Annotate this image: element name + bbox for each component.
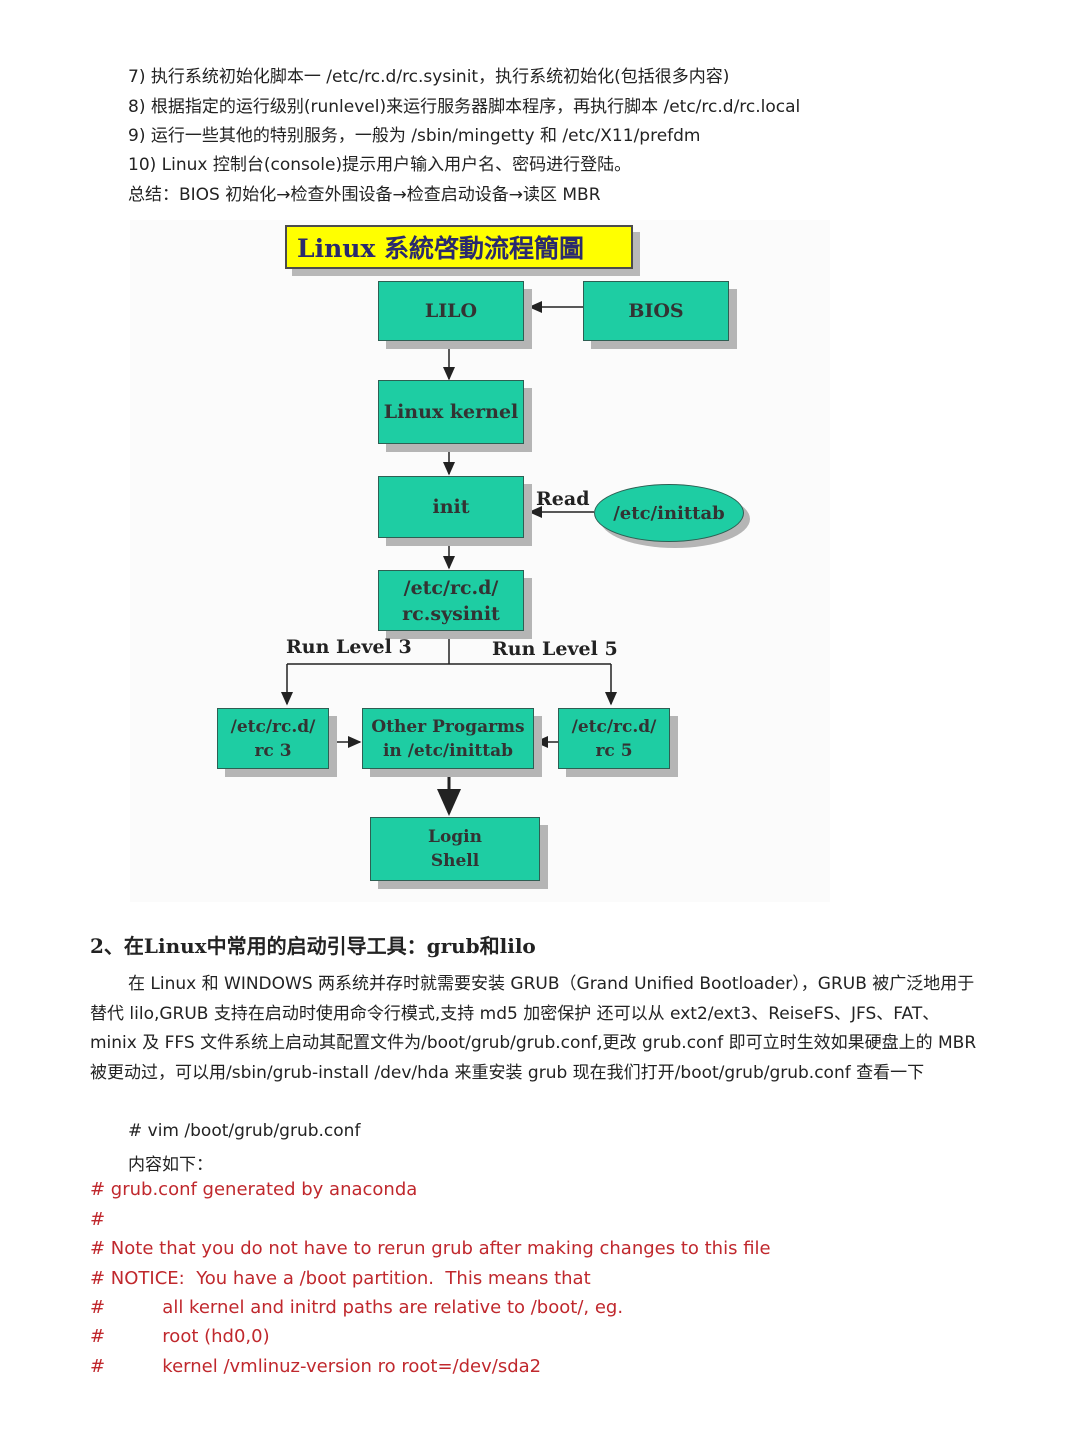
- paragraph-text: 在 Linux 和 WINDOWS 两系统并存时就需要安装 GRUB（Grand…: [90, 974, 977, 1083]
- node-other-programs: Other Progarms in /etc/inittab: [362, 708, 534, 769]
- section-heading: 2、在Linux中常用的启动引导工具：grub和lilo: [90, 934, 536, 958]
- read-label: Read: [536, 488, 590, 510]
- node-other-label-2: in /etc/inittab: [382, 740, 514, 761]
- content-label: 内容如下：: [128, 1155, 213, 1175]
- node-kernel-label: Linux kernel: [383, 401, 519, 423]
- node-rc3-label-2: rc 3: [254, 740, 292, 761]
- node-sysinit-label-2: rc.sysinit: [402, 602, 500, 625]
- node-linux-kernel: Linux kernel: [378, 380, 524, 444]
- config-line: # Note that you do not have to rerun gru…: [90, 1238, 771, 1259]
- node-inittab-label: /etc/inittab: [613, 502, 725, 524]
- node-sysinit-label-1: /etc/rc.d/: [403, 576, 499, 599]
- intro-line-8: 8) 根据指定的运行级别(runlevel)来运行服务器脚本程序，再执行脚本 /…: [128, 97, 801, 117]
- node-login-label-2: Shell: [430, 851, 480, 871]
- run-level-5-label: Run Level 5: [492, 638, 618, 660]
- node-rc5: /etc/rc.d/ rc 5: [558, 708, 670, 769]
- intro-line-7: 7) 执行系统初始化脚本一 /etc/rc.d/rc.sysinit，执行系统初…: [128, 67, 730, 87]
- node-rc3-label-1: /etc/rc.d/: [230, 716, 316, 737]
- intro-line-9: 9) 运行一些其他的特别服务，一般为 /sbin/mingetty 和 /etc…: [128, 126, 701, 146]
- node-inittab: /etc/inittab: [594, 484, 744, 542]
- node-rc3: /etc/rc.d/ rc 3: [217, 708, 329, 769]
- node-lilo: LILO: [378, 281, 524, 341]
- section-paragraph: 在 Linux 和 WINDOWS 两系统并存时就需要安装 GRUB（Grand…: [90, 970, 980, 1088]
- node-rc5-label-2: rc 5: [595, 740, 633, 761]
- node-login-shell: Login Shell: [370, 817, 540, 881]
- node-bios: BIOS: [583, 281, 729, 341]
- config-line: # all kernel and initrd paths are relati…: [90, 1297, 624, 1318]
- summary-line: 总结：BIOS 初始化→检查外围设备→检查启动设备→读区 MBR: [128, 185, 601, 205]
- diagram-title: Linux 系統啓動流程簡圖: [285, 225, 633, 269]
- node-init: init: [378, 476, 524, 538]
- config-line: #: [90, 1209, 106, 1230]
- node-login-label-1: Login: [428, 827, 482, 847]
- vim-command: # vim /boot/grub/grub.conf: [128, 1121, 361, 1141]
- config-line: # NOTICE: You have a /boot partition. Th…: [90, 1268, 591, 1289]
- config-line: # kernel /vmlinuz-version ro root=/dev/s…: [90, 1356, 542, 1377]
- intro-line-10: 10) Linux 控制台(console)提示用户输入用户名、密码进行登陆。: [128, 155, 632, 175]
- node-lilo-label: LILO: [424, 300, 478, 322]
- node-rc-sysinit: /etc/rc.d/ rc.sysinit: [378, 570, 524, 631]
- node-rc5-label-1: /etc/rc.d/: [571, 716, 657, 737]
- node-bios-label: BIOS: [628, 300, 684, 322]
- node-other-label-1: Other Progarms: [371, 716, 525, 737]
- config-line: # grub.conf generated by anaconda: [90, 1179, 418, 1200]
- node-init-label: init: [432, 496, 470, 518]
- run-level-3-label: Run Level 3: [286, 636, 412, 658]
- config-line: # root (hd0,0): [90, 1326, 270, 1347]
